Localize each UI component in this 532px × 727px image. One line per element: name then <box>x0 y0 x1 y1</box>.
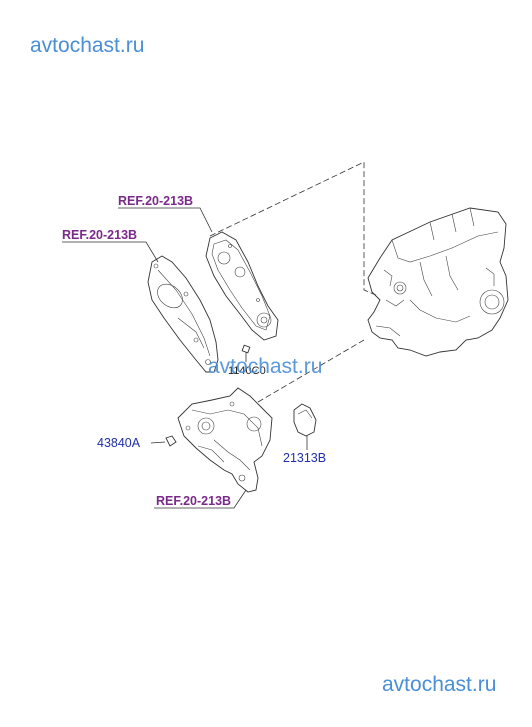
bolt-43840A <box>150 435 177 447</box>
watermark-bottom: avtochast.ru <box>382 673 496 696</box>
watermark-top: avtochast.ru <box>30 34 144 57</box>
ref-label-lower[interactable]: REF.20-213B <box>156 494 231 508</box>
engine-block <box>367 207 509 357</box>
ref-label-upper[interactable]: REF.20-213B <box>118 194 193 208</box>
watermark-middle: avtochast.ru <box>208 355 322 378</box>
inner-timing-cover <box>205 231 279 341</box>
part-label-1140C0[interactable]: 1140C0 <box>228 365 266 377</box>
timing-case-housing <box>177 387 273 493</box>
ref-leaders <box>62 207 247 509</box>
bolt-1140C0 <box>241 344 251 362</box>
sensor-21313B <box>293 403 317 450</box>
part-label-43840A[interactable]: 43840A <box>97 436 141 450</box>
outer-timing-cover <box>147 255 219 373</box>
ref-label-middle[interactable]: REF.20-213B <box>62 228 137 242</box>
part-label-21313B[interactable]: 21313B <box>283 451 326 465</box>
assembly-dash-lines <box>209 161 379 403</box>
